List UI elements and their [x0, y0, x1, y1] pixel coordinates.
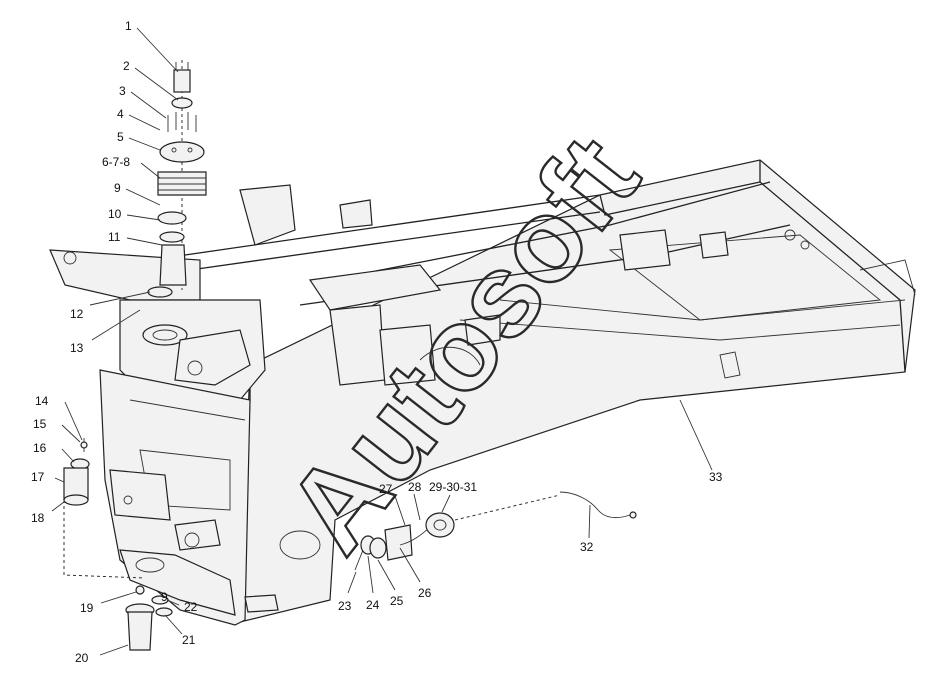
callout-18: 18 — [31, 511, 45, 525]
callout-11: 11 — [108, 230, 121, 244]
callout-1: 1 — [125, 19, 132, 33]
callout-9: 9 — [114, 181, 121, 195]
callout-22: 22 — [184, 600, 198, 614]
callout-21: 21 — [182, 633, 196, 647]
callout-27: 27 — [379, 482, 393, 496]
callout-labels: 1 2 3 4 5 6-7-8 9 10 11 12 13 14 15 16 1… — [31, 19, 723, 665]
steering-column-parts — [147, 60, 207, 298]
callout-4: 4 — [117, 107, 124, 121]
rear-attachment-parts — [354, 491, 637, 571]
callout-19: 19 — [80, 601, 94, 615]
callout-12: 12 — [70, 307, 84, 321]
callout-9-lower: 9 — [161, 590, 168, 604]
callout-6-7-8: 6-7-8 — [102, 155, 130, 169]
callout-10: 10 — [108, 207, 122, 221]
callout-17: 17 — [31, 470, 45, 484]
callout-29-30-31: 29-30-31 — [429, 480, 477, 494]
callout-24: 24 — [366, 598, 380, 612]
callout-33: 33 — [709, 470, 723, 484]
main-frame — [49, 159, 916, 626]
callout-3: 3 — [119, 84, 126, 98]
callout-26: 26 — [418, 586, 432, 600]
pivot-pin-parts-lower — [125, 585, 173, 651]
callout-14: 14 — [35, 394, 49, 408]
pivot-pin-parts-upper — [63, 438, 146, 579]
callout-25: 25 — [390, 594, 404, 608]
callout-32: 32 — [580, 540, 594, 554]
callout-20: 20 — [75, 651, 89, 665]
callout-2: 2 — [123, 59, 130, 73]
callout-13: 13 — [70, 341, 84, 355]
leader-lines — [51, 27, 713, 656]
callout-15: 15 — [33, 417, 47, 431]
callout-5: 5 — [117, 130, 124, 144]
callout-16: 16 — [33, 441, 47, 455]
callout-23: 23 — [338, 599, 352, 613]
callout-28: 28 — [408, 480, 422, 494]
